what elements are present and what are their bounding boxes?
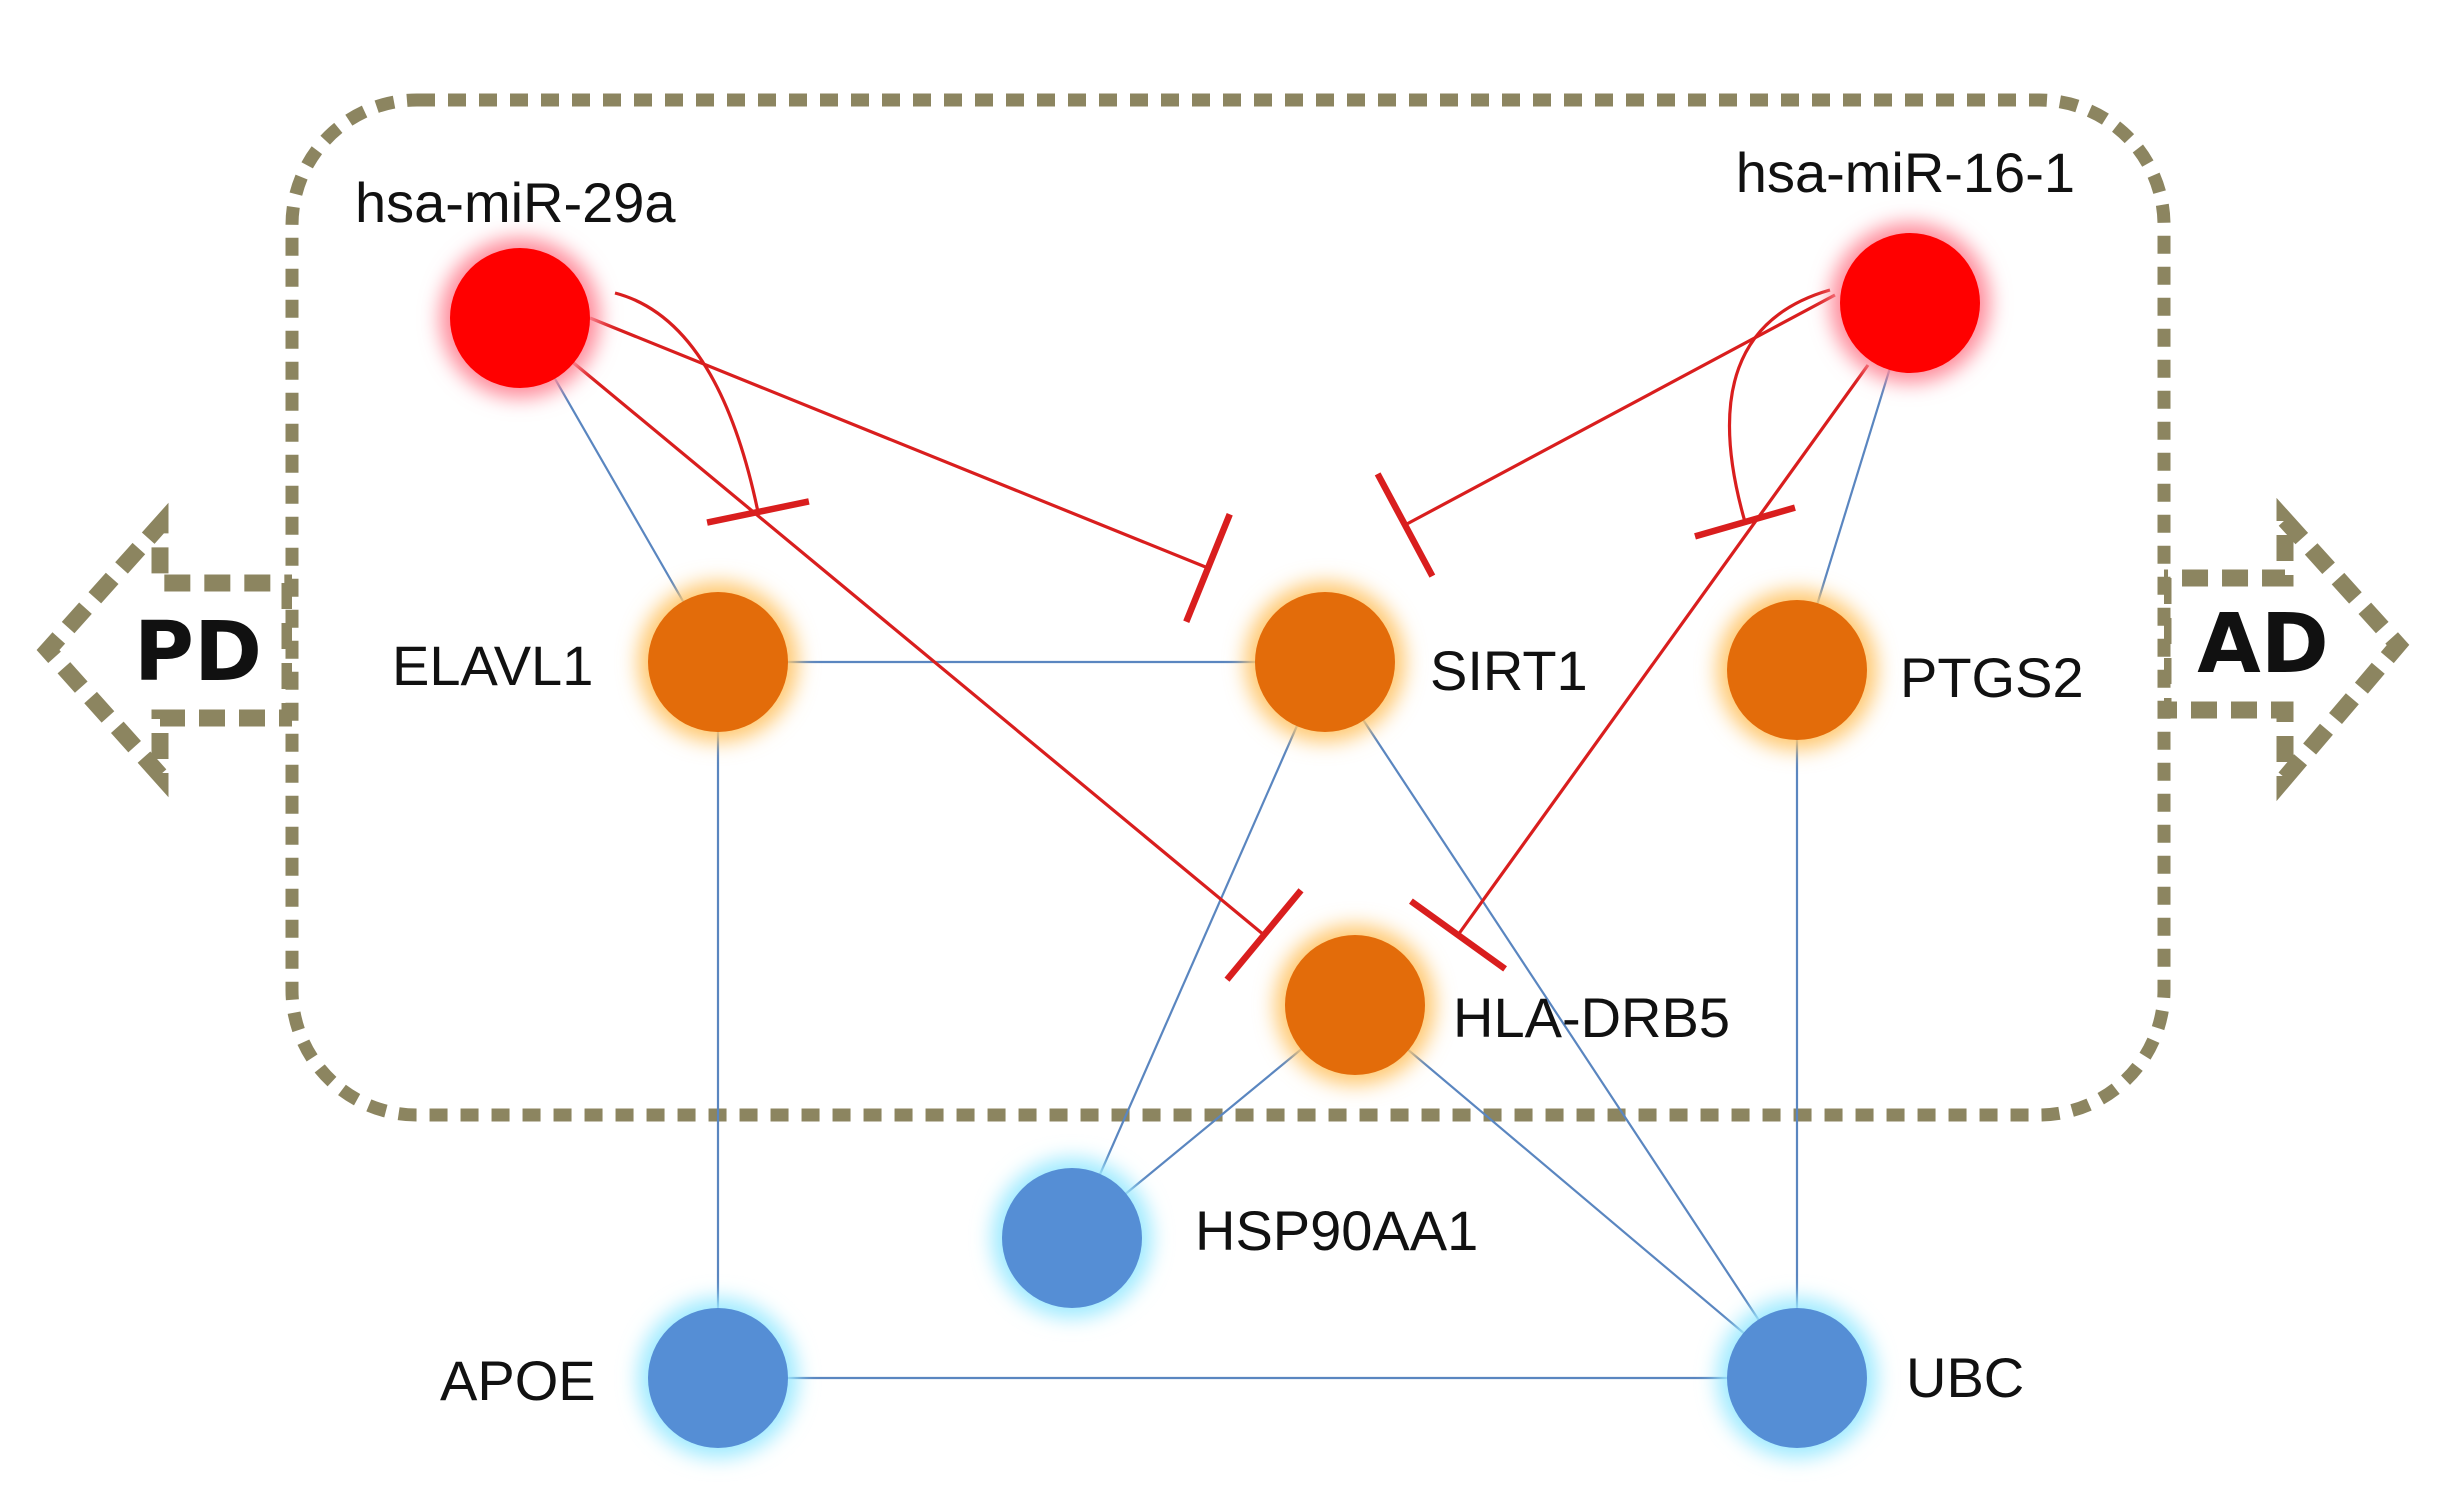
node-circle	[1255, 592, 1395, 732]
inhibition-bar	[1409, 898, 1507, 972]
node-circle	[1727, 600, 1867, 740]
node-label-ptgs2: PTGS2	[1900, 646, 2084, 709]
ad-label: AD	[2197, 597, 2329, 692]
inhibition-bar	[1183, 513, 1233, 623]
ad-arrow: AD	[2154, 497, 2410, 802]
interaction-edge-sirt1-hsp90aa1	[1070, 661, 1327, 1239]
ad-arrow-shape	[2154, 497, 2410, 802]
node-circle	[648, 1308, 788, 1448]
node-hsp90aa1: HSP90AA1	[992, 1158, 1478, 1318]
node-label-hsp90aa1: HSP90AA1	[1195, 1199, 1478, 1262]
inhibition-bar	[1694, 504, 1796, 540]
node-apoe: APOE	[440, 1298, 798, 1458]
node-mir29a: hsa-miR-29a	[355, 171, 676, 398]
inhibition-bar	[706, 498, 810, 526]
node-mir16: hsa-miR-16-1	[1736, 141, 2075, 383]
node-ubc: UBC	[1717, 1298, 2024, 1458]
interaction-edge-hladrb5-ubc	[1354, 1004, 1798, 1379]
inhibition-bar	[1374, 472, 1436, 578]
node-circle	[1727, 1308, 1867, 1448]
inhibition-edge-mir16-sirt1	[1374, 293, 1836, 578]
node-ptgs2: PTGS2	[1717, 590, 2084, 750]
node-label-mir16: hsa-miR-16-1	[1736, 141, 2075, 204]
pd-arrow: PD	[36, 502, 299, 798]
node-circle	[1002, 1168, 1142, 1308]
inhibition-edge-mir29a-elavl1	[614, 291, 810, 526]
inhibition-bar	[1224, 888, 1304, 982]
node-label-sirt1: SIRT1	[1430, 639, 1588, 702]
node-label-elavl1: ELAVL1	[392, 634, 593, 697]
shared-gene-region	[285, 93, 2171, 1122]
node-label-ubc: UBC	[1906, 1346, 2024, 1409]
node-elavl1: ELAVL1	[392, 582, 798, 742]
inhibition-edge-mir16-hladrb5	[1409, 364, 1870, 972]
node-circle	[648, 592, 788, 732]
pd-arrow-shape	[36, 502, 299, 798]
node-circle	[450, 248, 590, 388]
node-hladrb5: HLA-DRB5	[1275, 925, 1730, 1085]
edge-layer	[519, 288, 1912, 1380]
node-label-mir29a: hsa-miR-29a	[355, 171, 676, 234]
node-label-apoe: APOE	[440, 1349, 596, 1412]
inhibition-edge-mir29a-sirt1	[589, 316, 1233, 623]
node-circle	[1840, 233, 1980, 373]
node-circle	[1285, 935, 1425, 1075]
node-sirt1: SIRT1	[1245, 582, 1588, 742]
inhibition-edge-mir29a-hladrb5	[568, 358, 1304, 982]
pd-label: PD	[134, 605, 262, 700]
interaction-edge-sirt1-ubc	[1324, 661, 1798, 1379]
node-label-hladrb5: HLA-DRB5	[1453, 986, 1730, 1049]
inhibition-edge-mir16-ptgs2	[1694, 288, 1831, 540]
